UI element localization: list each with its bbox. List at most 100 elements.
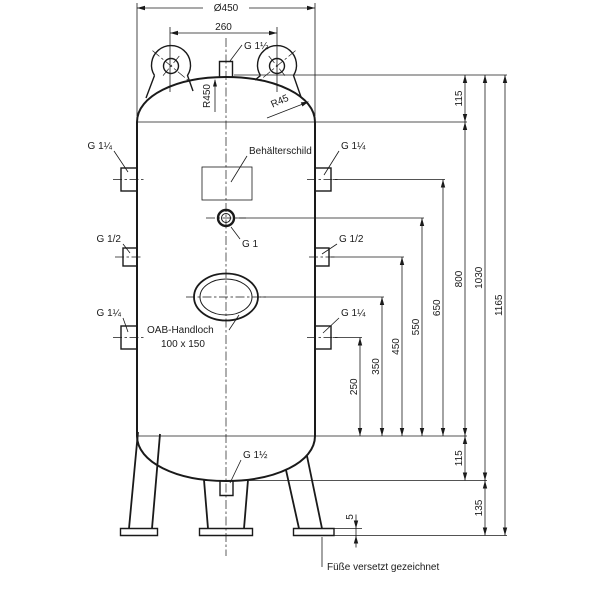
leader-nameplate [230,155,248,183]
dim-text-nozzle_height_650: 650 [432,299,443,316]
dim-arrow [307,5,315,11]
left-middle-label: G 1/2 [97,234,122,245]
g1-port-outer [216,208,236,228]
right-upper-nozzle [314,167,332,192]
bottom-nozzle [219,480,234,497]
dim-arrow [353,535,359,544]
dim-arrow [399,428,405,436]
g1-label: G 1 [242,239,259,250]
foot-plate-left [119,527,159,537]
dim-text-diameter: Ø450 [214,3,239,14]
handhole-inner [199,278,253,316]
dim-arrow [482,480,488,489]
lug-axis [162,55,180,77]
leader-top-connection [229,44,243,62]
dim-text-shell_length: 800 [454,270,465,287]
dim-arrow [440,179,446,188]
lifting-lug-left [145,44,194,99]
dim-text-total_height: 1165 [494,294,505,316]
left-lower-label: G 1¼ [97,307,122,319]
dim-arrow [137,5,145,11]
right-lower-label: G 1¼ [341,307,366,319]
right-upper-label: G 1¼ [341,140,366,152]
crown-radius-label: R450 [202,84,213,108]
left-lower-nozzle [120,325,138,350]
dim-text-lug_spacing: 260 [215,22,232,33]
dim-text-nozzle_height_550: 550 [411,318,422,335]
bottom-connection-label: G 1½ [243,450,268,461]
leader-handhole [228,314,240,331]
dim-arrow [502,75,508,83]
dim-arrow [399,257,405,265]
leader-left-upper [113,150,129,173]
nameplate-label: Behälterschild [249,146,312,157]
dim-arrow [419,428,425,436]
leader-left-middle [122,243,131,254]
feet-note-label: Füße versetzt gezeichnet [327,562,439,573]
dim-arrow [353,520,359,529]
nameplate-rect [201,166,253,201]
leader-right-upper [323,150,340,176]
leader-left-lower [122,317,129,333]
dim-arrow [170,30,178,36]
dim-arrow [462,122,468,130]
dim-arrow [482,472,488,481]
dim-arrow [357,337,363,346]
leader-arrow [300,101,309,107]
foot-plate-center [198,527,254,537]
leader-arrow [213,79,217,87]
dim-arrow [482,527,488,536]
dim-text-bottom_head_height: 115 [454,450,465,466]
lifting-lug-right [254,44,302,98]
dim-arrow [462,436,468,444]
dim-text-top_head_height: 115 [454,90,465,106]
right-leg [285,469,300,529]
dim-text-ground_clearance: 135 [474,499,485,516]
handhole-size-label: 100 x 150 [161,339,205,350]
leader-right-lower [322,317,340,334]
handhole-label: OAB-Handloch [147,325,214,336]
dim-arrow [502,527,508,536]
right-middle-nozzle [314,247,330,267]
handhole-outer [193,272,259,322]
dim-arrow [462,75,468,83]
left-upper-nozzle [120,167,138,192]
dim-arrow [462,428,468,436]
center-leg [243,479,249,529]
dim-arrow [440,428,446,436]
leader-right-middle [321,243,338,255]
dim-arrow [357,428,363,436]
left-leg [128,431,139,529]
left-upper-label: G 1¼ [88,140,113,152]
leader-bottom-connection [229,459,242,484]
right-lower-nozzle [314,325,332,350]
dim-text-bg [203,2,249,13]
bottom-head-outline [136,435,316,483]
lug-hole-right [268,57,286,75]
dim-text-foot_plate_thickness: 5 [345,514,356,520]
dim-text-vessel_height: 1030 [474,266,485,289]
knuckle-radius-label: R45 [269,93,291,111]
left-leg [151,433,161,529]
leader-g1 [230,226,241,240]
dim-arrow [419,218,425,226]
dim-arrow [269,30,277,36]
foot-plate-right [292,527,335,537]
center-leg [203,479,209,529]
dim-text-nozzle_height_450: 450 [391,338,402,355]
dim-arrow [462,114,468,122]
top-connection-label: G 1½ [244,41,269,52]
dim-arrow [482,75,488,83]
top-nozzle [218,60,234,78]
left-middle-nozzle [122,247,138,267]
top-head-outline [136,75,316,123]
dim-arrow [462,472,468,481]
g1-port-inner [221,213,231,223]
leader-knuckle-radius [266,101,309,119]
dim-text-nozzle_height_250: 250 [349,378,360,395]
lug-hole-left [162,57,180,75]
dim-text-handhole_height_350: 350 [371,358,382,375]
dim-arrow [379,297,385,305]
right-leg [306,455,323,529]
